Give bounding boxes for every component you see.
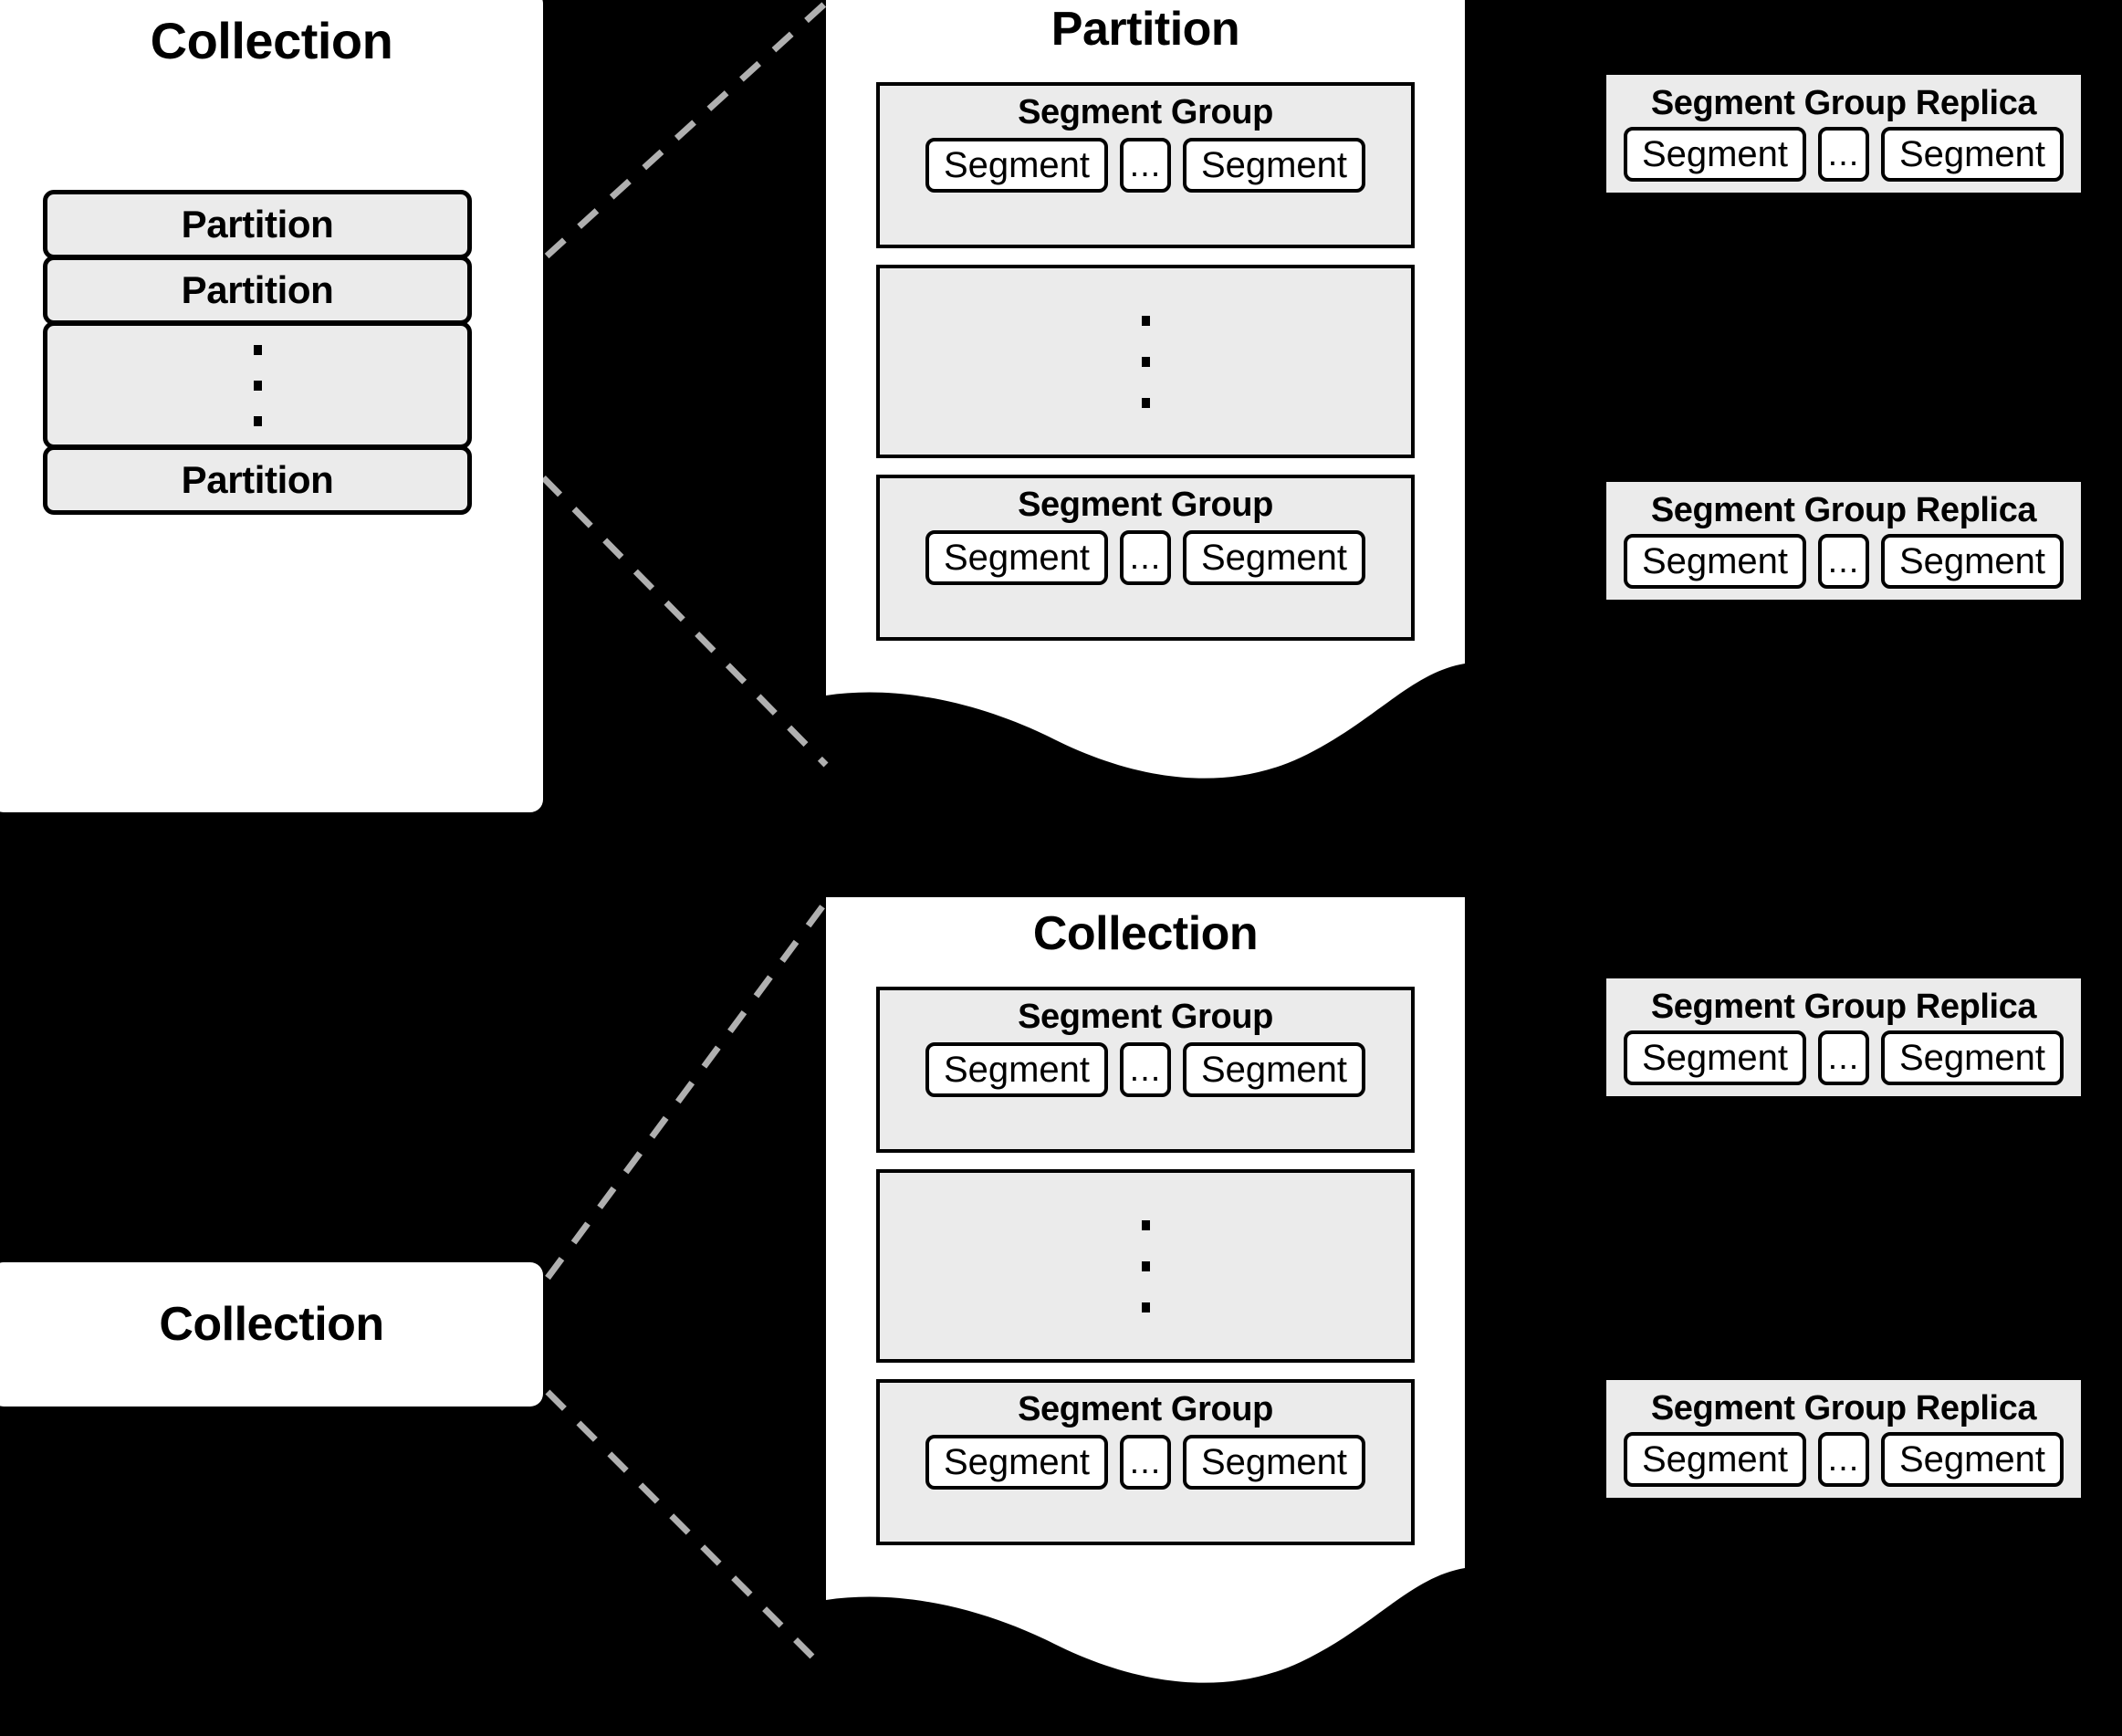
segment-group-replica-3[interactable]: Segment Group Replica Segment ... Segmen… <box>1606 978 2081 1096</box>
segment-box-b[interactable]: Segment <box>1881 1030 2064 1085</box>
collection-sheet-content: Collection Segment Group Segment ... Seg… <box>826 897 1465 1545</box>
partition-sheet-content: Partition Segment Group Segment ... Segm… <box>826 0 1465 641</box>
segment-group-replica-4[interactable]: Segment Group Replica Segment ... Segmen… <box>1606 1380 2081 1498</box>
segment-group-1-title: Segment Group <box>1018 998 1273 1036</box>
vertical-ellipsis-icon <box>1141 315 1150 408</box>
connector-collection-bottom <box>545 1389 829 1673</box>
segment-box-b[interactable]: Segment <box>1183 1435 1365 1490</box>
segment-group-1-title: Segment Group <box>1018 93 1273 131</box>
partition-item-2[interactable]: Partition <box>43 256 472 325</box>
segment-group-2[interactable]: Segment Group Segment ... Segment <box>876 1379 1415 1545</box>
segment-group-ellipsis <box>876 1169 1415 1363</box>
segment-box-a[interactable]: Segment <box>1624 1030 1806 1085</box>
vertical-ellipsis-icon <box>1141 1219 1150 1312</box>
vertical-ellipsis-icon <box>47 326 467 444</box>
partition-item-n[interactable]: Partition <box>43 445 472 515</box>
segment-box-a[interactable]: Segment <box>925 530 1108 585</box>
segment-group-replica-2-title: Segment Group Replica <box>1650 491 2037 529</box>
collection-top-title: Collection <box>150 12 393 69</box>
segment-ellipsis-box: ... <box>1818 1432 1869 1487</box>
collection-sheet: Collection Segment Group Segment ... Seg… <box>826 897 1465 1736</box>
segment-group-replica-1-title: Segment Group Replica <box>1650 84 2037 122</box>
segment-box-b[interactable]: Segment <box>1881 127 2064 182</box>
partition-ellipsis <box>43 321 472 449</box>
segment-box-a[interactable]: Segment <box>1624 1432 1806 1487</box>
segment-row: Segment ... Segment <box>880 525 1411 594</box>
segment-box-b[interactable]: Segment <box>1881 1432 2064 1487</box>
segment-ellipsis-box: ... <box>1818 534 1869 589</box>
segment-ellipsis-box: ... <box>1818 127 1869 182</box>
partition-stack: Partition Partition Partition <box>43 190 472 515</box>
segment-group-2-title: Segment Group <box>1018 486 1273 524</box>
segment-box-a[interactable]: Segment <box>925 1042 1108 1097</box>
segment-group-1[interactable]: Segment Group Segment ... Segment <box>876 82 1415 248</box>
segment-ellipsis-box: ... <box>1120 138 1171 193</box>
segment-group-replica-2[interactable]: Segment Group Replica Segment ... Segmen… <box>1606 482 2081 600</box>
segment-ellipsis-box: ... <box>1818 1030 1869 1085</box>
segment-box-a[interactable]: Segment <box>1624 127 1806 182</box>
segment-box-b[interactable]: Segment <box>1183 138 1365 193</box>
segment-group-1[interactable]: Segment Group Segment ... Segment <box>876 987 1415 1153</box>
collection-card-top: Collection Partition Partition Partition <box>0 0 543 812</box>
segment-row: Segment ... Segment <box>1606 530 2081 600</box>
segment-box-a[interactable]: Segment <box>925 138 1108 193</box>
segment-box-a[interactable]: Segment <box>1624 534 1806 589</box>
partition-sheet-title: Partition <box>1051 3 1240 56</box>
segment-ellipsis-box: ... <box>1120 530 1171 585</box>
segment-ellipsis-box: ... <box>1120 1435 1171 1490</box>
segment-row: Segment ... Segment <box>880 1037 1411 1106</box>
collection-bottom-title: Collection <box>159 1298 384 1351</box>
segment-row: Segment ... Segment <box>1606 123 2081 193</box>
connector-collection-top <box>545 899 829 1281</box>
segment-row: Segment ... Segment <box>880 1429 1411 1499</box>
segment-box-a[interactable]: Segment <box>925 1435 1108 1490</box>
segment-row: Segment ... Segment <box>880 132 1411 202</box>
segment-row: Segment ... Segment <box>1606 1027 2081 1096</box>
segment-group-2[interactable]: Segment Group Segment ... Segment <box>876 475 1415 641</box>
segment-ellipsis-box: ... <box>1120 1042 1171 1097</box>
segment-group-replica-4-title: Segment Group Replica <box>1650 1389 2037 1427</box>
segment-box-b[interactable]: Segment <box>1881 534 2064 589</box>
segment-group-2-title: Segment Group <box>1018 1390 1273 1428</box>
collection-sheet-title: Collection <box>1032 907 1259 960</box>
segment-group-replica-3-title: Segment Group Replica <box>1650 988 2037 1026</box>
partition-sheet: Partition Segment Group Segment ... Segm… <box>826 0 1465 814</box>
segment-box-b[interactable]: Segment <box>1183 530 1365 585</box>
segment-group-ellipsis <box>876 265 1415 458</box>
segment-row: Segment ... Segment <box>1606 1428 2081 1498</box>
segment-group-replica-1[interactable]: Segment Group Replica Segment ... Segmen… <box>1606 75 2081 193</box>
partition-item-1[interactable]: Partition <box>43 190 472 259</box>
collection-card-bottom: Collection <box>0 1262 543 1407</box>
segment-box-b[interactable]: Segment <box>1183 1042 1365 1097</box>
